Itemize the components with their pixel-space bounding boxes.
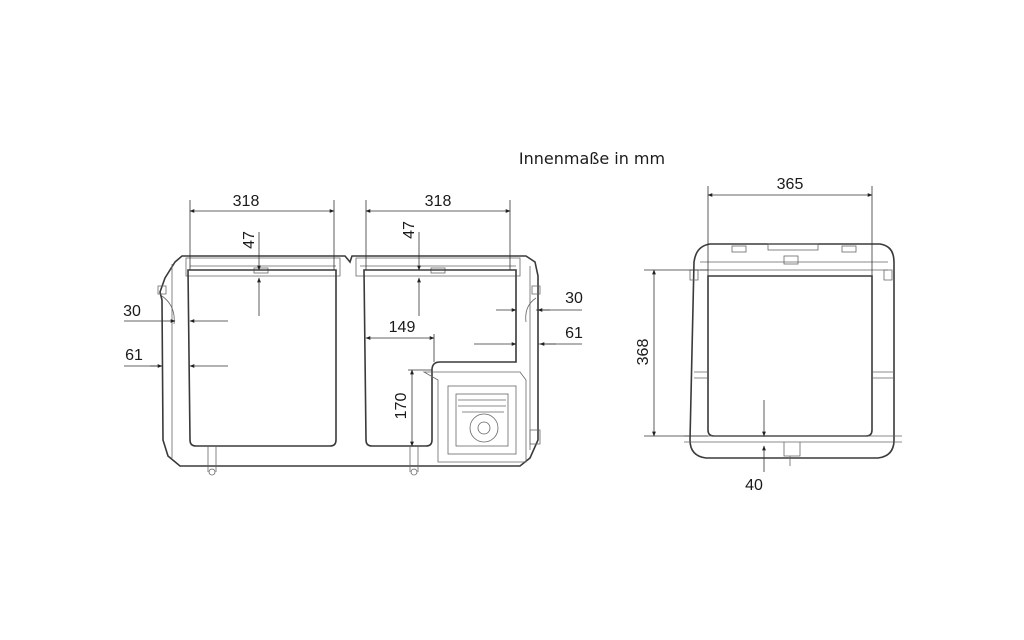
compressor-housing (422, 371, 527, 463)
dim-side-left-bottom: 61 (125, 347, 143, 364)
dim-step-height: 170 (393, 393, 410, 420)
front-body-outline (159, 255, 539, 467)
dim-side-left-top: 30 (123, 303, 141, 320)
side-body-outline (689, 243, 895, 459)
dim-height: 368 (635, 339, 652, 366)
compartment-right (363, 269, 517, 447)
dim-lid-left: 47 (241, 231, 258, 249)
side-compartment (707, 275, 873, 437)
side-view-dimensions: 365 368 40 (635, 176, 873, 494)
dim-depth: 365 (777, 176, 804, 193)
drawing-title: Innenmaße in mm (519, 149, 665, 168)
dim-width-left: 318 (233, 193, 260, 210)
dim-width-right: 318 (425, 193, 452, 210)
front-view (157, 255, 541, 476)
dim-lid-right: 47 (401, 221, 418, 239)
lid-right (355, 257, 521, 277)
dim-step-width: 149 (389, 319, 416, 336)
side-view (684, 243, 902, 466)
compartment-left (187, 269, 337, 447)
dim-bottom: 40 (745, 477, 763, 494)
dim-side-right-bottom: 61 (565, 325, 583, 342)
front-view-dimensions: 318 318 47 47 30 61 30 61 149 170 (123, 193, 583, 447)
dim-side-right-top: 30 (565, 290, 583, 307)
lid-left (185, 257, 341, 277)
